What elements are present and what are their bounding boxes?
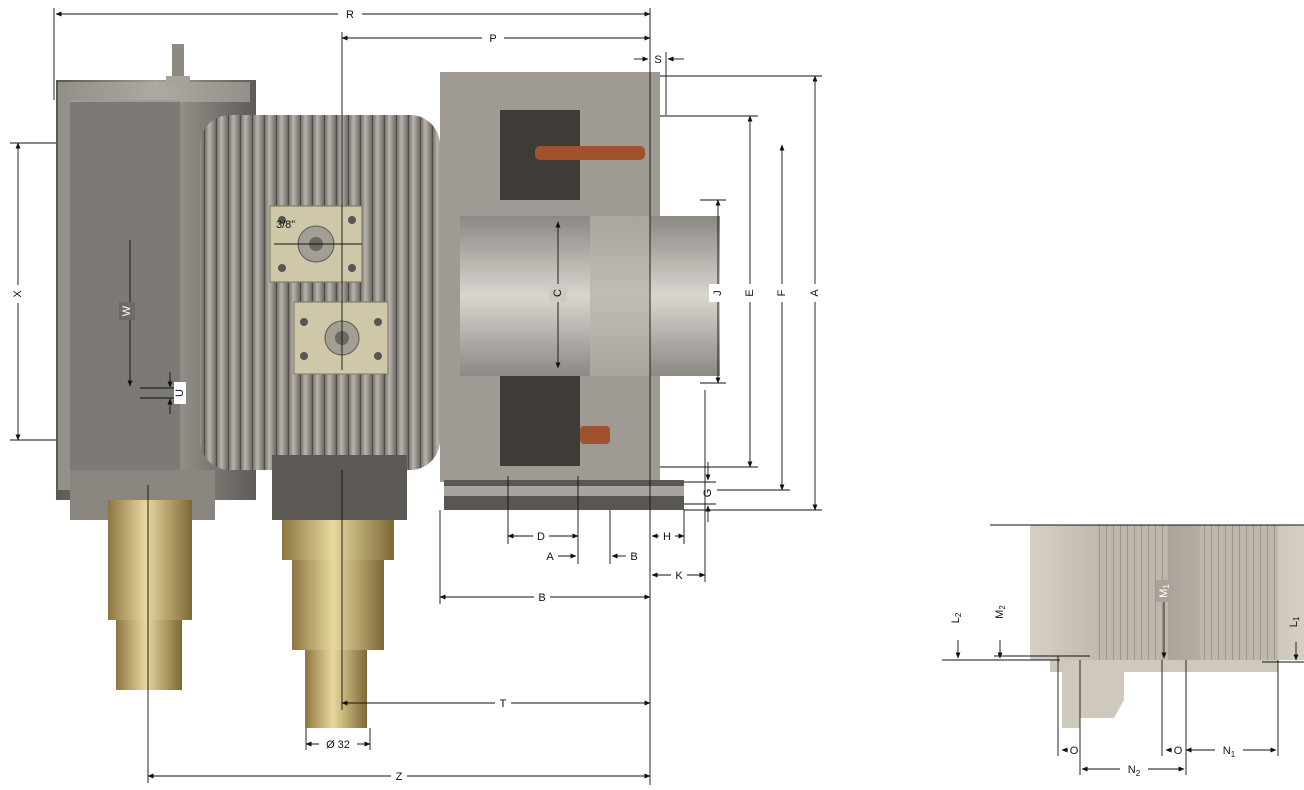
dim-label-m1-sub: 1 [1162,584,1171,589]
dim-label-h: H [663,531,671,543]
dim-label-a-shaft: A [546,551,554,563]
dim-label-z: Z [396,771,403,783]
dim-label-n1-sub: 1 [1231,750,1236,759]
dim-label-diameter: Ø 32 [326,739,350,751]
left-housing-inner [70,100,180,480]
coupling-assembly-illustration [56,44,720,728]
fitting-size-label: 3/8" [276,219,295,231]
dim-label-m1-main: M [1158,589,1170,598]
dim-label-p: P [489,33,496,45]
copper-pin-lower [580,426,610,444]
dim-label-c: C [552,289,564,297]
dim-label-g: G [702,489,714,498]
dim-label-e: E [744,289,756,296]
dim-label-a-overall: A [809,289,821,297]
dim-label-n2-sub: 2 [1136,769,1141,778]
dim-label-t: T [500,698,507,710]
dim-label-s: S [654,54,661,66]
dim-label-x: X [12,290,24,298]
dim-label-n1: N1 [1223,745,1236,759]
detail-view: L2 M2 M1 L1 O O N1 N2 [942,524,1304,778]
dim-label-r: R [346,9,354,21]
detail-seal [1062,665,1124,728]
dim-label-n1-main: N [1223,745,1231,757]
dim-label-b-overall: B [538,592,545,604]
dim-label-w: W [121,305,133,316]
dim-label-u: U [174,389,186,397]
dim-label-l1-main: L [1288,621,1300,627]
dim-label-l1-sub: 1 [1292,616,1301,621]
dim-label-n2: N2 [1128,764,1141,778]
dim-label-j: J [712,290,724,296]
copper-pin-upper [535,146,645,160]
dim-label-m2-sub: 2 [998,605,1007,610]
dim-label-n2-main: N [1128,764,1136,776]
dim-label-l2-main: L [950,617,962,623]
dim-label-d: D [537,531,545,543]
top-nozzle [172,44,184,84]
dim-label-b-shaft: B [630,551,637,563]
dim-label-l1: L1 [1288,616,1301,627]
dimensions-main: R P S X W U 3/8" C [10,6,824,785]
finned-cylinder [200,115,440,470]
dim-label-l2: L2 [950,612,963,623]
dim-label-l2-sub: 2 [954,612,963,617]
brass-fitting-left [108,480,192,690]
dim-label-m2: M2 [994,605,1007,619]
dim-label-m2-main: M [994,610,1006,619]
dim-label-f: F [776,289,788,296]
dim-label-o-right: O [1174,745,1183,757]
dim-label-k: K [675,570,683,582]
brass-fitting-right [272,455,407,728]
dim-label-m1: M1 [1158,584,1171,598]
dim-label-o-left: O [1070,745,1079,757]
